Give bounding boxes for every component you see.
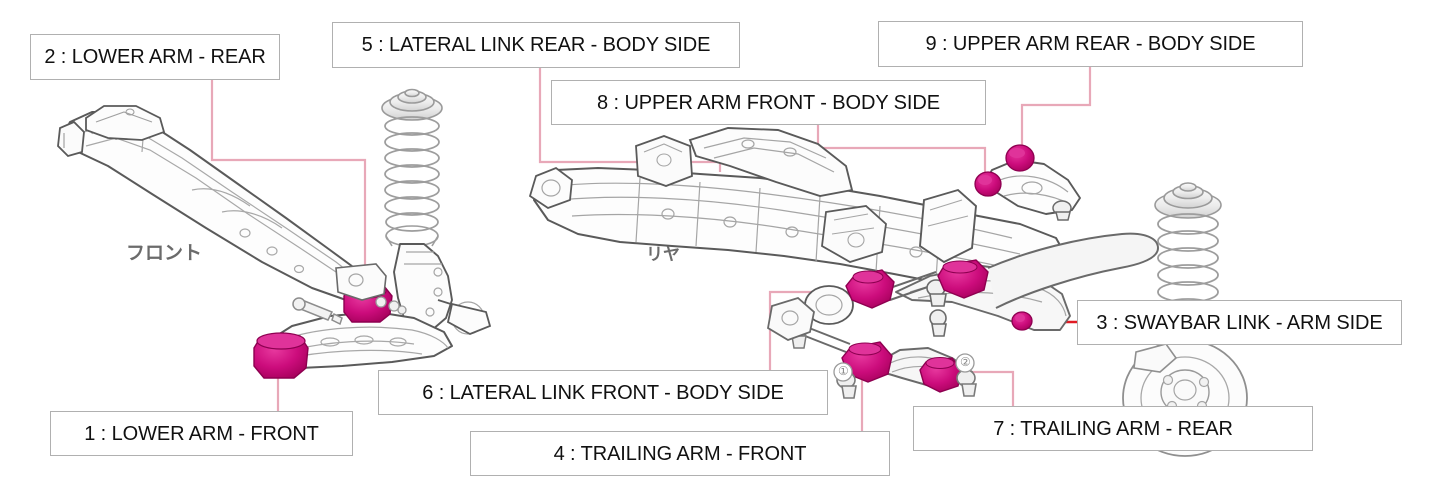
callout-box-7[interactable]: 7 : TRAILING ARM - REAR [913,406,1313,451]
rear-strut-top-mount [1154,182,1222,219]
front-bracket-plate [335,263,387,301]
front-crossmember-top-lines [95,108,153,123]
front-coil-spring [384,116,440,232]
rear-subframe-right-post [919,188,977,264]
callout-box-2[interactable]: 2 : LOWER ARM - REAR [30,34,280,80]
callout-box-8[interactable]: 8 : UPPER ARM FRONT - BODY SIDE [551,80,986,125]
rear-tunnel-detail [703,137,835,173]
front-lower-arm-detail [287,326,449,357]
leader-line-8 [816,125,987,178]
bushing-lateral-link-rear [937,259,989,299]
callout-box-6[interactable]: 6 : LATERAL LINK FRONT - BODY SIDE [378,370,828,415]
rear-subframe-left-bracket [635,135,693,187]
front-crossmember-top-cap [85,105,166,141]
callout-box-4[interactable]: 4 : TRAILING ARM - FRONT [470,431,890,476]
callout-box-5[interactable]: 5 : LATERAL LINK REAR - BODY SIDE [332,22,740,68]
front-crossmember-left-bracket [57,120,85,158]
bushing-lateral-link-front [845,269,895,309]
callout-label-6: 6 : LATERAL LINK FRONT - BODY SIDE [422,381,784,404]
marker-one-circle [833,362,853,382]
rear-long-link [987,232,1160,309]
leader-line-7 [955,370,1015,406]
rear-caliper-bracket [1133,343,1178,373]
callout-label-8: 8 : UPPER ARM FRONT - BODY SIDE [597,91,940,114]
leader-line-5 [538,68,722,172]
front-assembly-jp-label: フロント [126,242,203,264]
rear-subframe-center-bracket [821,205,887,263]
bushing-lower-arm-front [253,332,309,379]
front-hub-flange [446,302,492,335]
rear-lower-rod [799,325,851,353]
rear-left-knuckle [767,296,815,341]
leader-lines [210,67,1092,431]
bushing-trailing-arm-rear [919,357,963,393]
marker-two-circle [955,353,975,373]
front-suspension-assembly [57,88,492,379]
bushing-upper-arm-rear [1005,144,1035,172]
callout-box-3[interactable]: 3 : SWAYBAR LINK - ARM SIDE [1077,300,1402,345]
bushing-upper-arm-front [974,171,1002,197]
rear-subframe-left-arm [528,166,573,210]
callout-label-4: 4 : TRAILING ARM - FRONT [553,442,807,465]
callout-box-9[interactable]: 9 : UPPER ARM REAR - BODY SIDE [878,21,1303,67]
callout-label-1: 1 : LOWER ARM - FRONT [84,422,319,445]
rear-subframe-tunnel [688,127,854,197]
rear-suspension-assembly [528,127,1160,399]
front-knuckle [393,243,453,331]
front-small-fasteners [375,296,407,315]
bushing-swaybar-link-arm-side [1011,311,1033,331]
leader-line-2 [210,80,367,300]
rear-sway-rod-end [926,279,947,337]
front-stabilizer-bolt [292,297,343,326]
rear-assembly-jp-label: リヤ [646,245,680,265]
bushing-trailing-arm-front [841,341,893,383]
front-strut-top-mount [381,88,443,121]
leader-line-9 [1020,67,1092,152]
front-spring-seat [385,225,439,247]
rear-upper-arm-ball-joint [1052,200,1072,221]
callout-box-1[interactable]: 1 : LOWER ARM - FRONT [50,411,353,456]
callout-label-5: 5 : LATERAL LINK REAR - BODY SIDE [361,34,711,56]
marker-one-label: ① [838,364,849,378]
callout-label-7: 7 : TRAILING ARM - REAR [993,417,1233,440]
callout-label-9: 9 : UPPER ARM REAR - BODY SIDE [925,33,1256,55]
front-strut-assembly [381,88,492,335]
callout-label-3: 3 : SWAYBAR LINK - ARM SIDE [1096,311,1383,334]
marker-two-label: ② [960,355,971,369]
callout-label-2: 2 : LOWER ARM - REAR [44,46,266,68]
position-markers [833,353,975,382]
